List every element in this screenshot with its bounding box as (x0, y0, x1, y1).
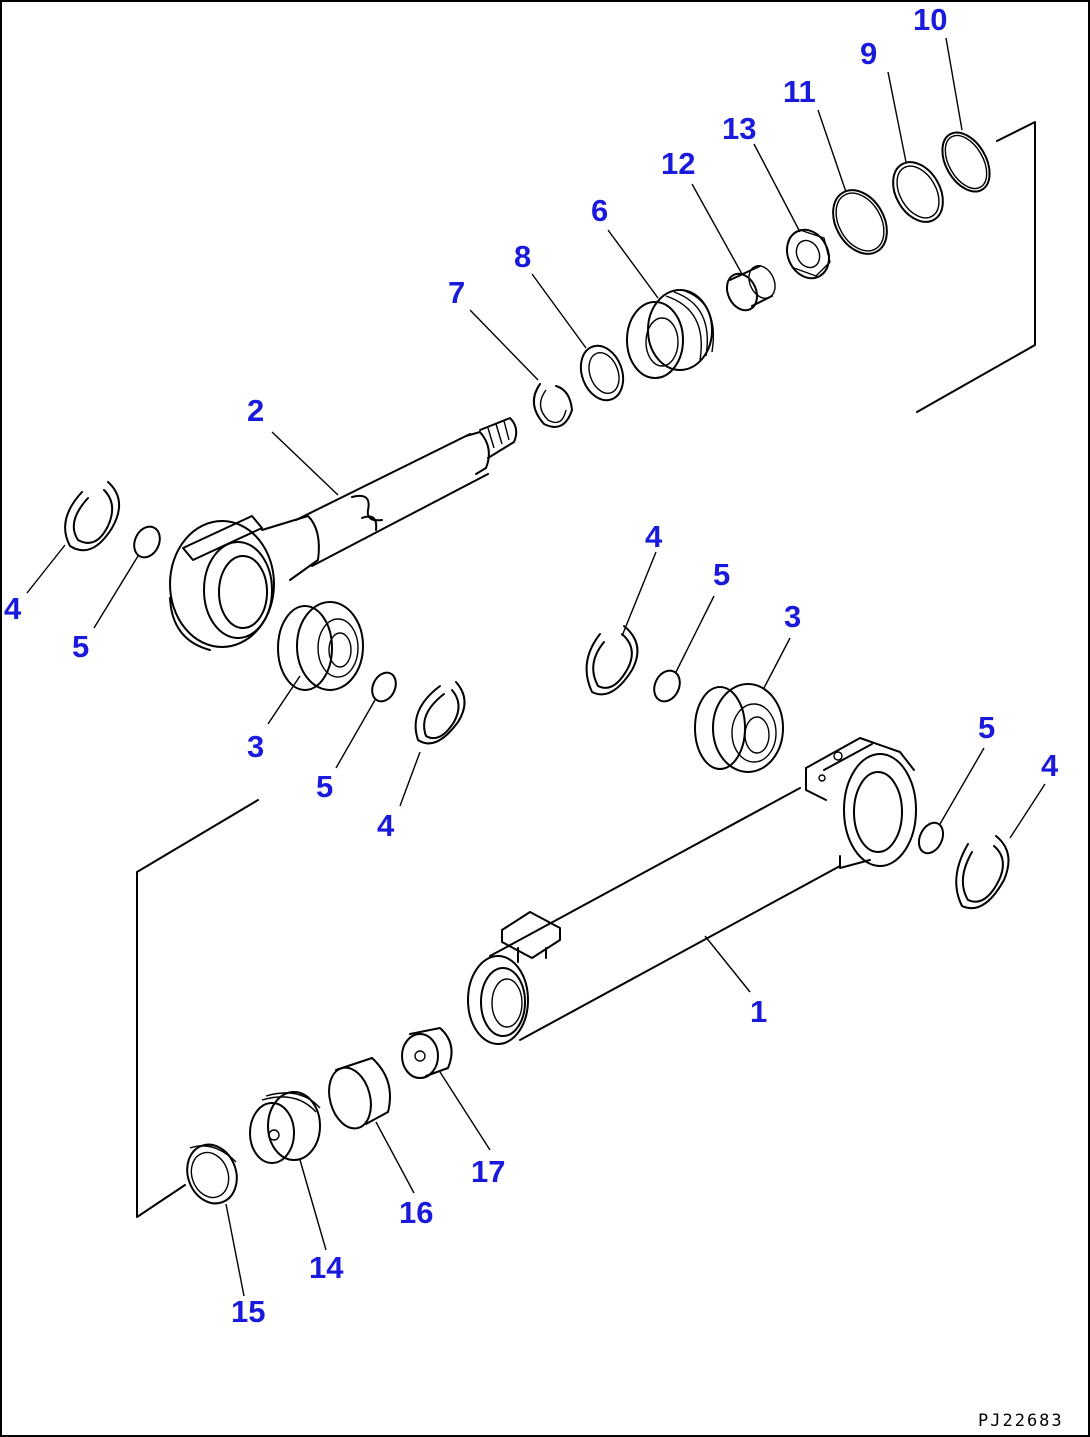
callout-16: 16 (399, 1195, 433, 1230)
part-12-bushing (725, 265, 776, 312)
part-17-nut (401, 1027, 453, 1079)
part-11-seal-ring (832, 189, 888, 255)
group-bracket-lower (136, 799, 259, 1218)
callout-17: 17 (471, 1154, 505, 1189)
leader-lines (26, 37, 1046, 1297)
callout-4-a: 4 (4, 591, 22, 626)
part-5-seal-c (653, 669, 681, 703)
callout-1: 1 (750, 994, 767, 1029)
group-bracket-upper (916, 121, 1036, 413)
part-5-seal-d (917, 821, 945, 855)
callout-5-c: 5 (713, 557, 730, 592)
part-3-bearing-a (277, 601, 364, 691)
callout-13: 13 (722, 111, 756, 146)
part-2-piston-rod (169, 417, 518, 651)
callout-9: 9 (860, 36, 877, 71)
callout-8: 8 (514, 239, 531, 274)
callout-4-c: 4 (645, 519, 663, 554)
part-9-seal-ring (892, 161, 944, 223)
part-5-seal-b (371, 671, 397, 703)
callout-7: 7 (448, 275, 465, 310)
part-1-cylinder-tube (467, 737, 917, 1045)
part-6-piston (626, 289, 715, 379)
callout-11: 11 (783, 74, 816, 109)
callout-3-b: 3 (784, 599, 801, 634)
callout-5-a: 5 (72, 629, 89, 664)
part-4-snap-ring-a (64, 481, 120, 552)
part-4-snap-ring-c (585, 625, 639, 696)
callouts: 10 9 11 13 12 6 8 7 2 4 5 3 5 4 4 5 3 5 … (4, 2, 1059, 1329)
callout-2: 2 (247, 393, 264, 428)
callout-6: 6 (591, 193, 608, 228)
part-4-snap-ring-d (955, 835, 1010, 910)
part-4-snap-ring-b (414, 681, 466, 745)
part-14-gland (249, 1091, 321, 1164)
part-3-bearing-b (694, 683, 784, 773)
part-7-ring (533, 383, 573, 428)
part-5-seal-a (133, 525, 161, 559)
callout-4-d: 4 (1041, 748, 1059, 783)
part-15-ring (186, 1143, 238, 1205)
part-8-wear-ring (579, 344, 625, 402)
part-10-seal-ring (941, 131, 991, 193)
part-16-collar (328, 1057, 391, 1130)
callout-5-b: 5 (316, 769, 333, 804)
drawing-code: PJ22683 (978, 1411, 1064, 1431)
callout-3-a: 3 (247, 729, 264, 764)
callout-15: 15 (231, 1294, 265, 1329)
callout-5-d: 5 (978, 710, 995, 745)
callout-4-b: 4 (377, 808, 395, 843)
callout-10: 10 (913, 2, 947, 37)
callout-12: 12 (661, 146, 695, 181)
part-13-nut (786, 228, 831, 280)
callout-14: 14 (309, 1250, 344, 1285)
